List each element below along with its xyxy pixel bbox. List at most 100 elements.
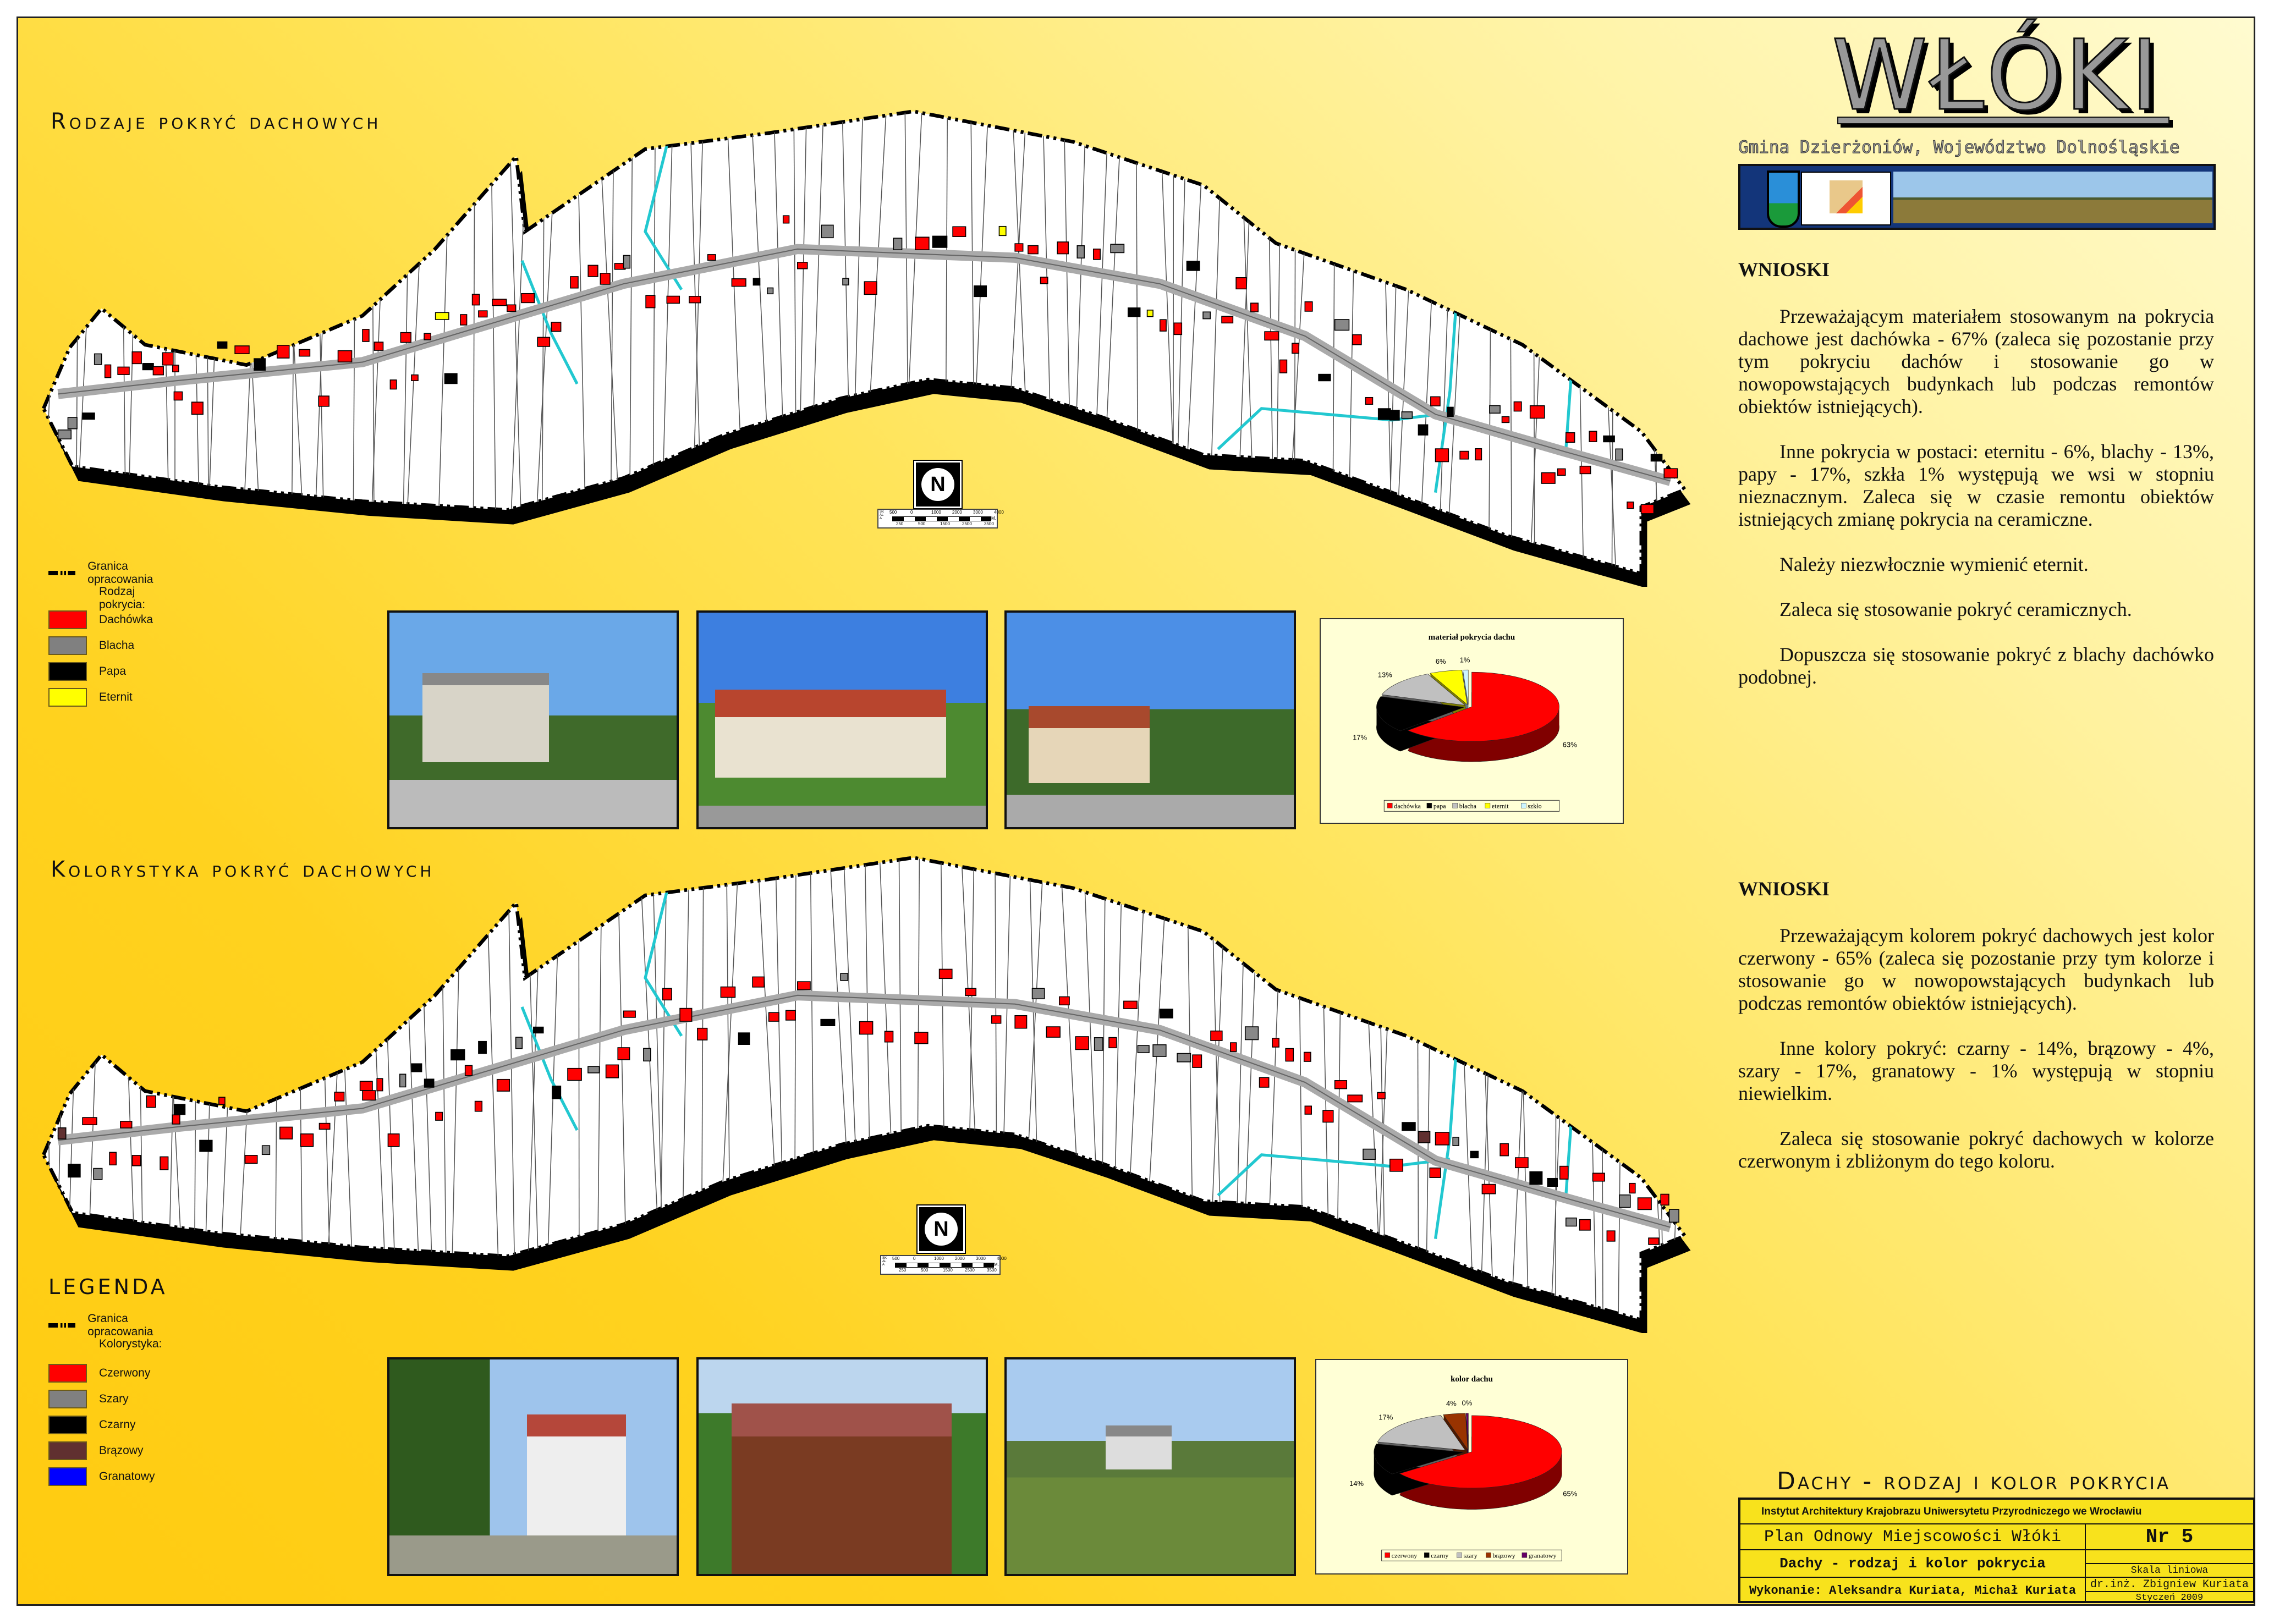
scale-tick: 3000 — [976, 1256, 986, 1261]
legend-swatch — [48, 688, 87, 707]
building — [1603, 435, 1615, 443]
building — [199, 1139, 213, 1152]
building — [218, 1097, 226, 1105]
building — [471, 294, 480, 306]
north-arrow-icon: N — [913, 460, 963, 509]
building — [411, 1063, 422, 1072]
building — [1292, 343, 1300, 354]
building — [424, 1078, 435, 1088]
legend-swatch — [48, 662, 87, 681]
supervisor: dr.inż. Zbigniew Kuriata — [2086, 1578, 2253, 1592]
building — [337, 350, 353, 362]
parcel-line — [54, 857, 68, 1320]
building — [666, 295, 680, 304]
building — [1389, 410, 1400, 421]
building — [1014, 243, 1024, 252]
building — [362, 1090, 376, 1101]
building — [731, 278, 746, 287]
building — [567, 1067, 582, 1081]
photo-house-1 — [387, 610, 679, 829]
building — [623, 1010, 636, 1018]
building — [1565, 1217, 1577, 1227]
legend-label: granatowy — [1529, 1551, 1557, 1559]
building — [1046, 1026, 1061, 1038]
building — [1221, 316, 1234, 324]
building — [1244, 1026, 1259, 1041]
data-label: 65% — [1563, 1490, 1577, 1498]
banner — [1738, 164, 2216, 230]
scale-tick: 2000 — [955, 1256, 965, 1261]
scale-tick: 1000 — [934, 1256, 944, 1261]
building — [1401, 411, 1413, 419]
building — [1075, 1036, 1089, 1050]
parcel-line — [240, 111, 263, 574]
building — [689, 295, 701, 304]
legend-label: Granatowy — [99, 1470, 155, 1483]
roof-type-map — [41, 109, 1691, 587]
legend-swatch — [1486, 1553, 1491, 1558]
building — [142, 363, 154, 371]
legend-swatch — [1457, 1553, 1462, 1558]
legend-item: Blacha — [48, 636, 134, 655]
date: Styczeń 2009 — [2135, 1592, 2204, 1603]
building — [643, 1048, 651, 1062]
building — [373, 342, 384, 351]
legend-swatch — [48, 1416, 87, 1434]
building — [587, 1066, 600, 1074]
parcel-line — [274, 857, 279, 1320]
building — [707, 254, 716, 261]
building — [1559, 1165, 1569, 1180]
building — [1648, 1237, 1660, 1245]
data-label: 1% — [1460, 656, 1470, 664]
authors: Wykonanie: Aleksandra Kuriata, Michał Ku… — [1740, 1578, 2086, 1603]
building — [1322, 1110, 1334, 1123]
building — [146, 1095, 156, 1108]
building — [587, 265, 598, 277]
pie-slice-czerwony — [1399, 1415, 1562, 1489]
building — [57, 430, 72, 439]
building — [1110, 244, 1125, 254]
building — [424, 333, 431, 340]
building — [104, 364, 112, 378]
data-label: 14% — [1349, 1479, 1364, 1488]
building — [1557, 468, 1566, 476]
pie-slice-blacha — [1381, 674, 1466, 706]
scale-tick: 1500 — [940, 521, 950, 526]
village-area — [41, 109, 1688, 576]
building — [842, 278, 849, 286]
building — [94, 353, 102, 365]
building — [1547, 1177, 1558, 1187]
building — [720, 986, 736, 998]
legend-label: papa — [1433, 802, 1446, 810]
building — [551, 322, 562, 332]
building — [1192, 1054, 1202, 1068]
building — [1459, 450, 1469, 460]
building — [67, 417, 78, 430]
legend-item: Czerwony — [48, 1364, 150, 1383]
building — [1499, 1143, 1509, 1157]
building — [1285, 1048, 1294, 1062]
pie-slice-szary — [1377, 1415, 1466, 1451]
scale-tick: 250 — [896, 521, 904, 526]
building — [68, 1164, 81, 1178]
parcel-line — [193, 857, 198, 1320]
building — [93, 1168, 103, 1180]
building — [362, 329, 370, 342]
building — [1186, 261, 1200, 271]
chart-title: kolor dachu — [1451, 1375, 1493, 1384]
plan-name: Plan Odnowy Miejscowości Włóki — [1740, 1524, 2086, 1550]
scale-tick: 3500 — [987, 1268, 997, 1273]
building — [570, 276, 579, 289]
building — [1579, 1219, 1591, 1231]
building — [1606, 1230, 1616, 1242]
photo-house-3 — [1004, 610, 1296, 829]
building — [451, 1049, 465, 1061]
building — [1152, 1044, 1167, 1057]
building — [1377, 1092, 1386, 1099]
building — [1402, 1122, 1416, 1131]
building — [914, 1032, 929, 1044]
building — [1230, 1042, 1237, 1052]
stream — [520, 260, 579, 385]
legend-label: eternit — [1492, 802, 1509, 810]
